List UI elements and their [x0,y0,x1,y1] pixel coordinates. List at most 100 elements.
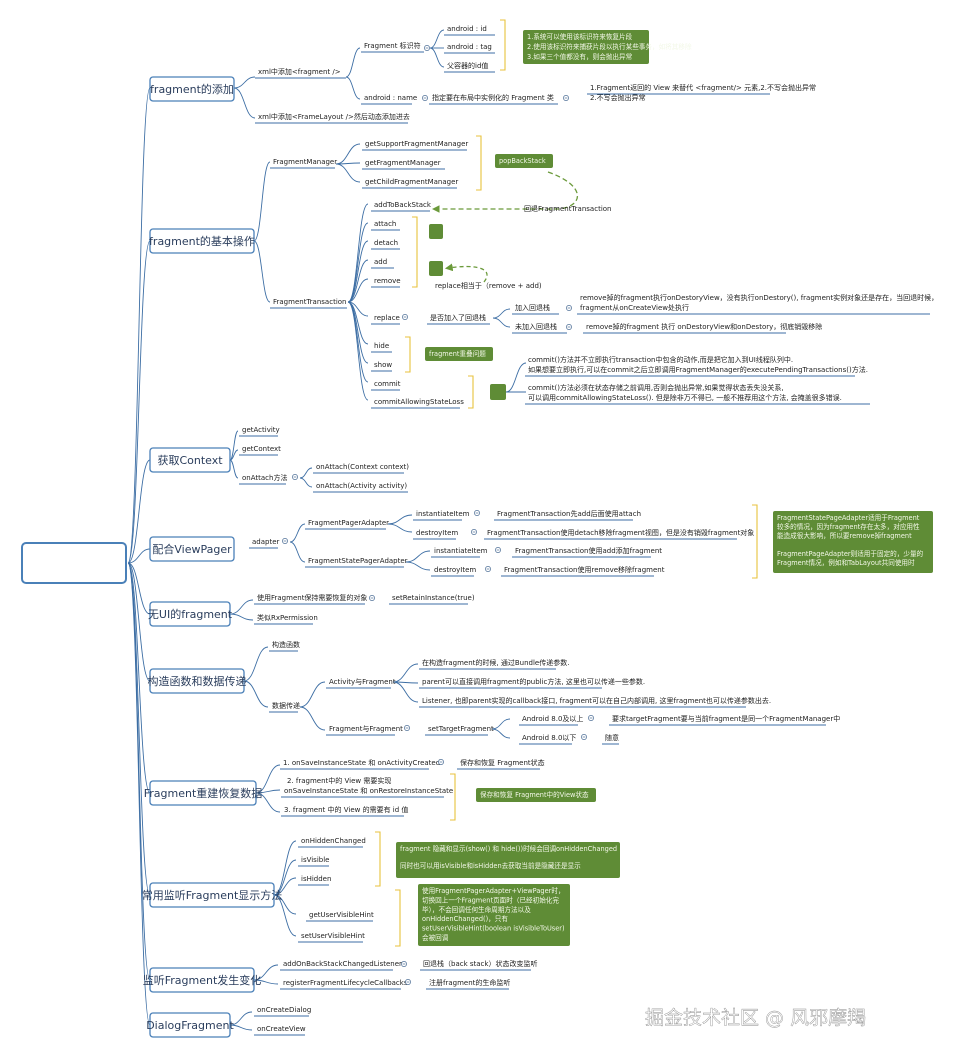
branch-ctor-data-box [149,668,245,694]
connector [273,877,297,896]
note-overlap [425,347,493,361]
connector [255,764,281,794]
brace [405,336,411,373]
note-aname-1: 1.Fragment返回的 View 来替代 <fragment/> 元素,2.… [590,83,816,92]
label-gsfm: getSupportFragmentManager [365,140,468,148]
connector [127,240,151,564]
connector [492,308,511,319]
connector [243,680,269,708]
brace [375,831,381,887]
branch-dialog-box [149,1012,231,1038]
circle-minus-icon[interactable] [588,715,594,721]
circle-minus-icon[interactable] [566,324,572,330]
note-visible-hint-line: onHiddenChanged()，只有 [422,914,508,923]
label-commit: commit [374,380,401,388]
note-commit-square [490,384,506,400]
label-ocv: onCreateView [257,1025,306,1033]
connector [229,1024,253,1031]
branch-visibility-box [149,882,275,908]
xml-framelayout-node: xml中添加<FrameLayout />然后动态添加进去 [258,112,410,121]
circle-minus-icon[interactable] [495,547,501,553]
label-cals: commitAllowingStateLoss [374,398,464,406]
note-view-state-line: 保存和恢复 Fragment中的View状态 [480,790,589,799]
circle-minus-icon[interactable] [563,95,569,101]
label-rxp: 类似RxPermission [257,613,318,622]
connector [229,430,239,461]
circle-minus-icon[interactable] [405,979,411,985]
connector [299,681,326,708]
label-gfm: getFragmentManager [365,159,441,167]
note-boxes: 1.系统可以使用该标识符来恢复片段2.使用该标识符来捕获片段以执行某些事务，如将… [396,30,933,946]
branch-ctor-data: 构造函数和数据传递 [148,674,247,688]
circle-minus-icon[interactable] [369,595,375,601]
circle-minus-icon[interactable] [438,759,444,765]
circle-minus-icon[interactable] [402,314,408,320]
connector [299,477,313,488]
note-view-state [476,788,596,802]
label-noui1: 使用Fragment保持需要恢复的对象 [257,593,367,602]
note-cals-2: 可以调用commitAllowingStateLoss(). 但是除非万不得已,… [528,393,842,402]
label-rflcnote: 注册fragment的生命监听 [429,978,510,987]
branch-viewpager: 配合ViewPager [152,542,232,556]
connector [491,718,511,730]
watermark-text: 掘金技术社区 @ 风邪摩羯 [645,1007,866,1029]
fragmenttransaction-node: FragmentTransaction [273,298,346,306]
note-commit-1: commit()方法并不立即执行transaction中包含的动作,而是把它加入… [528,355,793,364]
note-popbackstack [495,154,553,168]
rebuild-step-2a: 2. fragment中的 View 需要实现 [287,776,391,785]
connector [392,663,419,683]
connector [229,459,239,479]
connector [505,362,527,393]
connector [347,278,369,303]
label-isadded: 是否加入了回退栈 [430,313,486,322]
circle-minus-icon[interactable] [404,725,410,731]
circle-minus-icon[interactable] [282,538,288,544]
dashed-link-arrows [431,171,578,283]
circle-minus-icon[interactable] [422,95,428,101]
label-aobs: addOnBackStackChangedListener [283,960,402,968]
label-notbs: 未加入回退栈 [515,322,557,331]
label-a2f1: 在构造fragment的时候, 通过Bundle传递参数. [422,658,569,667]
connector [289,541,306,563]
circle-minus-icon[interactable] [566,305,572,311]
branch-dialog: DialogFragment [146,1019,234,1032]
note-visible-hint-line: 切换回上一个Fragment页面时（已经初始化完 [422,895,559,904]
circle-minus-icon[interactable] [474,510,480,516]
label-and8upnote: 要求targetFragment要与当前fragment是同一个Fragment… [612,714,840,723]
brace [412,216,418,288]
note-viewpager-line: FragmentStatePageAdapter适用于Fragment [777,513,920,522]
connector [429,29,445,49]
note-inbs-1: remove掉的fragment执行onDestoryView，没有执行onDe… [580,293,938,302]
connector [233,76,256,89]
circle-minus-icon[interactable] [471,529,477,535]
label-a2f: Activity与Fragment [329,678,396,686]
connector [347,203,369,303]
branch-basic-ops-box [149,228,255,254]
connector [335,143,361,165]
dashed-arrow-rollback [431,171,578,213]
label-f2f: Fragment与Fragment [329,725,403,733]
branch-no-ui-box [149,601,231,627]
label-guvh: getUserVisibleHint [309,911,374,919]
connector [255,792,281,813]
brace [468,375,474,409]
circle-minus-icon[interactable] [292,474,298,480]
brace [395,889,401,947]
fragmentmanager-node: FragmentManager [273,158,337,166]
branch-viewpager-box [149,536,235,562]
label-aid: android : id [447,25,487,33]
circle-minus-icon[interactable] [401,961,407,967]
connector [492,317,511,328]
label-r1: 1. onSaveInstanceState 和 onActivityCreat… [283,758,440,767]
circle-minus-icon[interactable] [485,566,491,572]
circle-minus-icon[interactable] [424,45,430,51]
note-identifier [523,30,649,64]
connector [392,681,419,703]
brace [450,773,456,821]
label-add: add [374,258,387,266]
label-ii-2: instantiateItem [434,547,488,555]
note-visible-hint [418,884,570,946]
branch-no-ui: 无UI的fragment [148,607,233,621]
circle-minus-icon[interactable] [581,734,587,740]
